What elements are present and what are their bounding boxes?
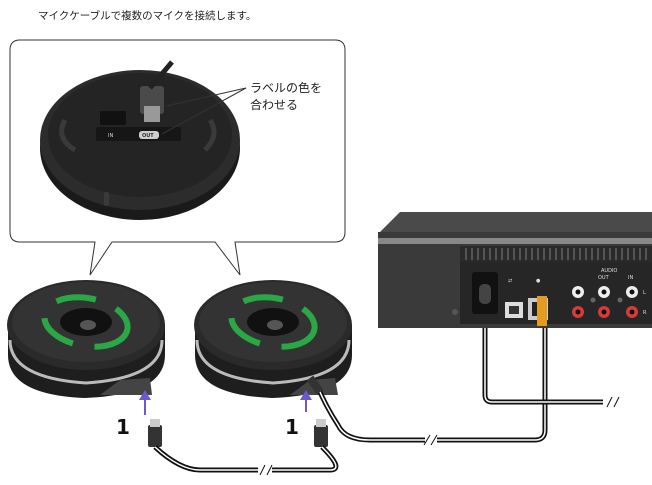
callout-label: ラベルの色を 合わせる [250,80,322,114]
pointer-line-2 [161,87,247,135]
microphone-left [7,280,165,398]
cable-plug-right [314,419,328,447]
svg-text:●: ● [536,278,541,284]
power-cable [482,300,620,408]
pointer-line-1 [165,87,247,107]
base-unit: ⇄ ● [378,212,652,328]
step-number-right: 1 [285,415,299,439]
mic-out-label-chip [139,131,159,139]
svg-text:⇄: ⇄ [508,278,512,284]
step-number-left: 1 [116,415,130,439]
panel-out-label: OUT [598,275,610,281]
cable-plug-left [148,419,162,447]
callout-line-2: 合わせる [250,98,299,112]
arrow-right [300,390,312,412]
arrow-left [139,390,151,415]
mic-link-cable [153,445,339,476]
microphone-right [194,280,352,398]
page-caption: マイクケーブルで複数のマイクを接続します。 [38,10,257,22]
panel-l-label: L [643,290,646,296]
callout-line-1: ラベルの色を [250,81,323,95]
panel-r-label: R [643,310,647,316]
mic-in-label: IN [108,133,113,139]
panel-in-label: IN [628,275,633,281]
mic-out-label: OUT [142,133,154,139]
mic-to-device-cable [306,320,548,446]
panel-audio-label: AUDIO [601,268,617,274]
